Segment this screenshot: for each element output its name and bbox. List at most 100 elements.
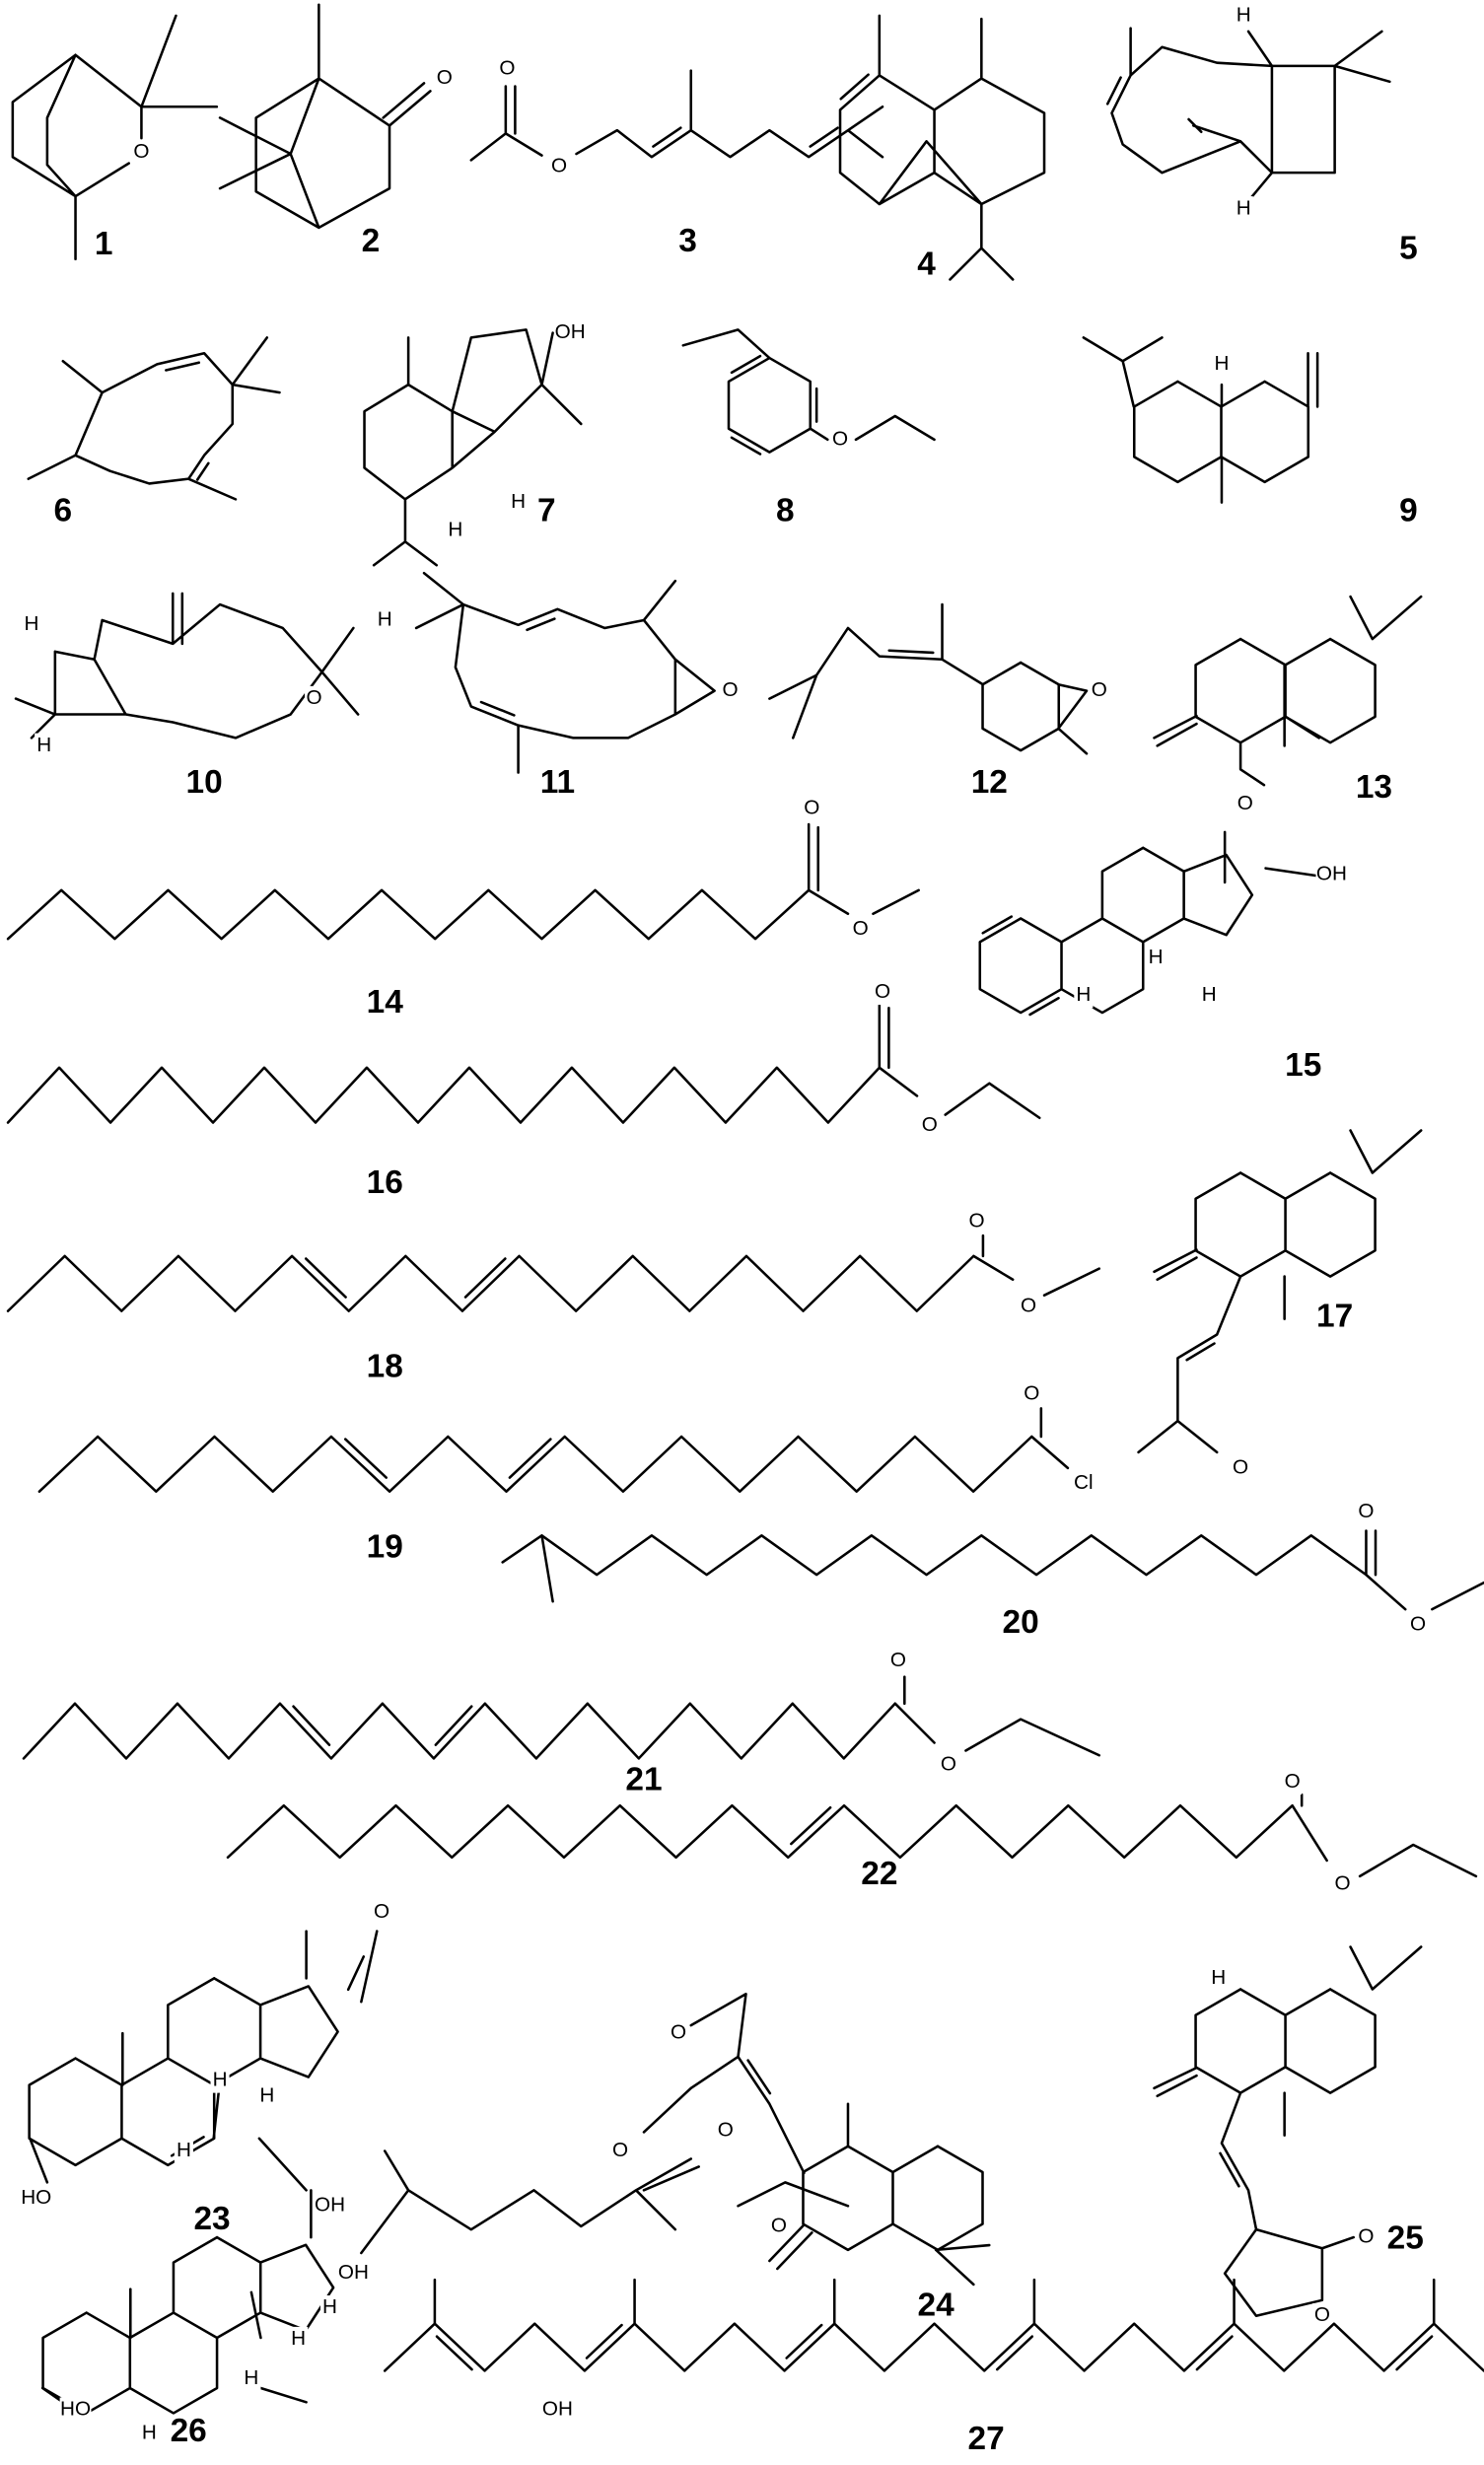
compound-number-label: 22 <box>861 1856 897 1892</box>
compound-number-label: 6 <box>54 493 73 529</box>
compound-13-bonds <box>1153 595 1423 797</box>
compound-20-bonds <box>501 1529 1484 1611</box>
atom-label: H <box>244 2366 258 2389</box>
atom-label-background <box>1231 1455 1250 1481</box>
atom-label: OH <box>542 2398 573 2421</box>
atom-label: H <box>36 734 51 756</box>
atom-label-background <box>1019 1294 1038 1319</box>
atom-label-background <box>1212 351 1232 378</box>
atom-label-background <box>888 1648 908 1674</box>
compound-11: O11 <box>414 571 741 801</box>
compound-5: HH5 <box>1105 3 1418 267</box>
atom-label: O <box>853 917 869 940</box>
atom-label-background <box>920 1112 940 1139</box>
atom-label-background <box>319 2295 340 2321</box>
atom-label-background <box>610 2138 630 2164</box>
compound-number-label: 20 <box>1003 1604 1039 1641</box>
atom-label: H <box>511 490 526 513</box>
atom-label-background <box>174 2138 193 2164</box>
atom-label: H <box>322 2295 337 2318</box>
atom-label-background <box>139 2421 159 2446</box>
atom-label-background <box>59 2397 92 2424</box>
compound-number-label: 9 <box>1399 493 1418 529</box>
compound-number-label: 1 <box>95 226 113 262</box>
atom-label-background <box>435 65 455 92</box>
compound-8: O8 <box>681 328 936 529</box>
compound-9: H9 <box>1082 336 1418 529</box>
compound-1-bonds <box>11 14 219 261</box>
compound-18-bonds <box>6 1233 1101 1312</box>
atom-label: OH <box>338 2261 369 2284</box>
compound-number-label: 12 <box>971 764 1008 801</box>
atom-label: O <box>499 57 515 80</box>
atom-label: O <box>875 980 890 1003</box>
atom-label: O <box>922 1113 938 1136</box>
atom-label-background <box>446 518 465 543</box>
compound-number-label: 17 <box>1316 1299 1353 1335</box>
atom-label-background <box>802 796 821 821</box>
atom-label-background <box>830 427 850 453</box>
compound-17: O17 <box>1137 1129 1423 1481</box>
atom-label-background <box>769 2214 789 2239</box>
atom-label-background <box>1022 1381 1041 1407</box>
compound-16-bonds <box>6 1003 1041 1124</box>
atom-label: O <box>941 1752 956 1775</box>
compound-10-bonds <box>14 592 360 740</box>
compound-25-bonds <box>1153 1945 1423 2317</box>
atom-label: O <box>723 678 739 701</box>
compound-12: O 12 <box>768 602 1109 801</box>
atom-label: H <box>1211 1966 1226 1989</box>
compound-number-label: 3 <box>678 223 697 259</box>
compound-3-bonds <box>469 69 884 162</box>
compound-14-bonds <box>6 822 920 941</box>
atom-label: O <box>1092 678 1107 701</box>
compound-23-bonds <box>28 1930 379 2192</box>
atom-label: H <box>448 519 462 541</box>
compound-6-bonds <box>27 336 281 501</box>
atom-label: H <box>1237 3 1251 26</box>
compound-26-bonds <box>40 2149 850 2415</box>
atom-label: O <box>307 686 322 709</box>
atom-label: OH <box>315 2194 345 2217</box>
atom-label-background <box>716 2118 736 2144</box>
atom-label-background <box>509 489 529 516</box>
compound-number-label: 14 <box>367 984 404 1021</box>
compound-number-label: 23 <box>193 2201 230 2237</box>
atom-label-background <box>1146 945 1166 971</box>
atom-label: H <box>1076 983 1091 1006</box>
atom-label: O <box>133 140 149 163</box>
atom-label-background <box>967 1209 987 1234</box>
atom-label-background <box>1283 1769 1303 1796</box>
compound-1: O1 <box>11 14 219 262</box>
atom-label-background <box>549 154 569 179</box>
atom-label-background <box>669 2020 688 2046</box>
compound-15-bonds <box>978 830 1320 1017</box>
compound-19-bonds <box>37 1407 1070 1494</box>
atom-label: H <box>1214 352 1229 375</box>
atom-label-background <box>337 2260 370 2287</box>
atom-label-background <box>257 2083 277 2109</box>
compound-14: O O 14 <box>6 796 920 1021</box>
compound-22-bonds <box>226 1793 1478 1878</box>
atom-label-background <box>1236 791 1255 817</box>
atom-label: O <box>969 1209 985 1232</box>
atom-label-background <box>721 677 741 704</box>
compound-number-label: 25 <box>1387 2219 1424 2256</box>
atom-label-background <box>22 612 41 638</box>
compound-number-label: 15 <box>1285 1047 1321 1084</box>
atom-label: O <box>1358 2225 1374 2248</box>
atom-label-background <box>1333 1871 1353 1897</box>
compound-7-bonds <box>363 328 583 567</box>
atom-label: H <box>259 2083 274 2106</box>
compound-12-bonds <box>768 602 1089 755</box>
atom-label: H <box>291 2327 306 2350</box>
atom-label-background <box>851 916 871 943</box>
